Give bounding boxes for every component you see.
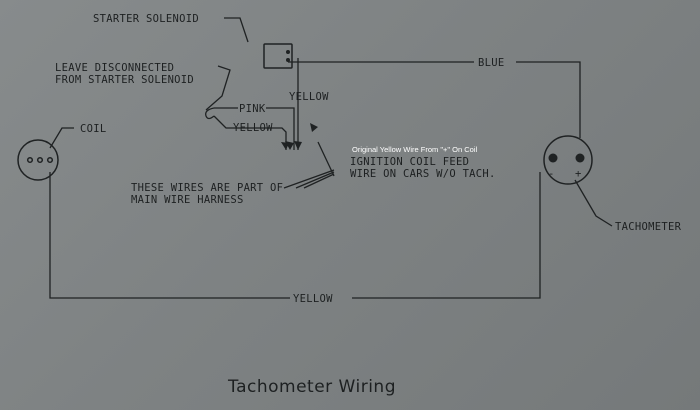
diagram-title: Tachometer Wiring — [227, 377, 396, 397]
label-tachometer: TACHOMETER — [615, 221, 682, 233]
label-yellow-harness: YELLOW — [233, 122, 273, 134]
tach-terminal-minus — [548, 153, 558, 163]
wire-tach-lead — [574, 179, 613, 227]
label-coil: COIL — [80, 123, 107, 135]
tach-terminal-plus — [575, 153, 585, 163]
solenoid-terminal-2 — [286, 58, 290, 62]
ignition-coil — [17, 139, 59, 181]
label-pink: PINK — [239, 103, 266, 115]
label-yellow-solenoid: YELLOW — [289, 91, 329, 103]
label-ignition-feed: IGNITION COIL FEED — [350, 156, 469, 168]
label-leave-disconnected: LEAVE DISCONNECTED — [55, 62, 174, 74]
coil-terminal — [26, 156, 34, 164]
coil-terminal-plus — [46, 156, 54, 164]
connector-pigtail — [205, 107, 215, 120]
label-from-starter-solenoid: FROM STARTER SOLENOID — [55, 74, 194, 86]
wire-solenoid-lead — [224, 17, 249, 43]
tachometer — [543, 135, 593, 185]
tach-plus-label: + — [575, 168, 582, 180]
solenoid-terminal — [286, 50, 290, 54]
wire-blue — [288, 61, 581, 138]
annotation-original-yellow: Original Yellow Wire From "+" On Coil — [352, 145, 477, 154]
starter-solenoid — [263, 43, 293, 69]
coil-terminal-2 — [36, 156, 44, 164]
arrow-heads — [281, 123, 318, 150]
wire-yellow-bottom — [49, 172, 541, 299]
wire-leave-disconnected-lead — [205, 65, 231, 111]
label-yellow-bottom: YELLOW — [293, 293, 333, 305]
label-harness-2: MAIN WIRE HARNESS — [131, 194, 244, 206]
label-ignition-feed-2: WIRE ON CARS W/O TACH. — [350, 168, 496, 180]
label-harness: THESE WIRES ARE PART OF — [131, 182, 283, 194]
harness-arrows — [283, 141, 335, 189]
label-blue: BLUE — [478, 57, 505, 69]
tach-minus-label: - — [548, 168, 555, 180]
wire-yellow-harness — [213, 115, 287, 150]
wire-coil-lead — [49, 127, 74, 149]
wire-pink — [214, 107, 295, 150]
label-starter-solenoid: STARTER SOLENOID — [93, 13, 199, 25]
